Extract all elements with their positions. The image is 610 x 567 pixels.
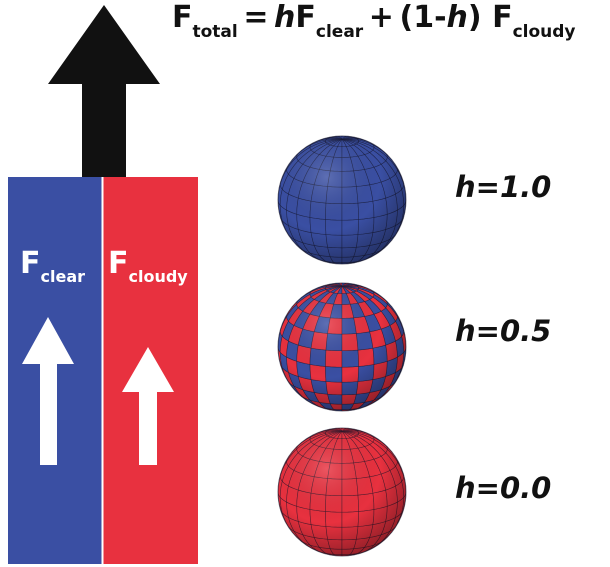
- h-label-2: h=0.5: [455, 314, 552, 348]
- eq-sub2: cloudy: [512, 22, 576, 42]
- cloudy-flux-label: Fcloudy: [108, 246, 188, 286]
- eq-h2: h: [446, 0, 468, 35]
- eq-paren-open: (1-: [399, 0, 447, 35]
- cloudy-flux-arrow: [122, 347, 174, 465]
- total-flux-equation: Ftotal = hFclear + (1-h) Fcloudy: [172, 0, 576, 72]
- h-label-3: h=0.0: [455, 471, 552, 505]
- clear-flux-F: F: [20, 246, 41, 281]
- eq-paren-close: ): [467, 0, 482, 35]
- total-flux-arrow: [48, 5, 160, 178]
- eq-lhs-sub: total: [192, 22, 238, 42]
- eq-h1: h: [274, 0, 296, 35]
- sphere-outline: [277, 135, 407, 265]
- eq-sub1: clear: [315, 22, 364, 42]
- eq-plus: +: [368, 0, 394, 35]
- cloudy-flux-F: F: [108, 246, 129, 281]
- sphere-outline: [277, 282, 407, 412]
- eq-lhs-F: F: [172, 0, 193, 35]
- h-label-1: h=1.0: [455, 170, 552, 204]
- clear-flux-sub: clear: [40, 267, 86, 286]
- sphere-shading: [278, 283, 406, 411]
- cloudy-flux-sub: cloudy: [128, 267, 188, 286]
- sphere-checker: [277, 282, 407, 412]
- sphere-clear: [277, 135, 407, 265]
- sphere-shading: [278, 428, 406, 556]
- clear-flux-label: Fclear: [20, 246, 85, 286]
- sphere-cloudy: [277, 427, 407, 557]
- sphere-outline: [277, 427, 407, 557]
- clear-flux-arrow: [22, 317, 74, 465]
- sphere-shading: [278, 136, 406, 264]
- eq-F1: F: [295, 0, 316, 35]
- eq-F2: F: [492, 0, 513, 35]
- eq-equals: =: [243, 0, 269, 35]
